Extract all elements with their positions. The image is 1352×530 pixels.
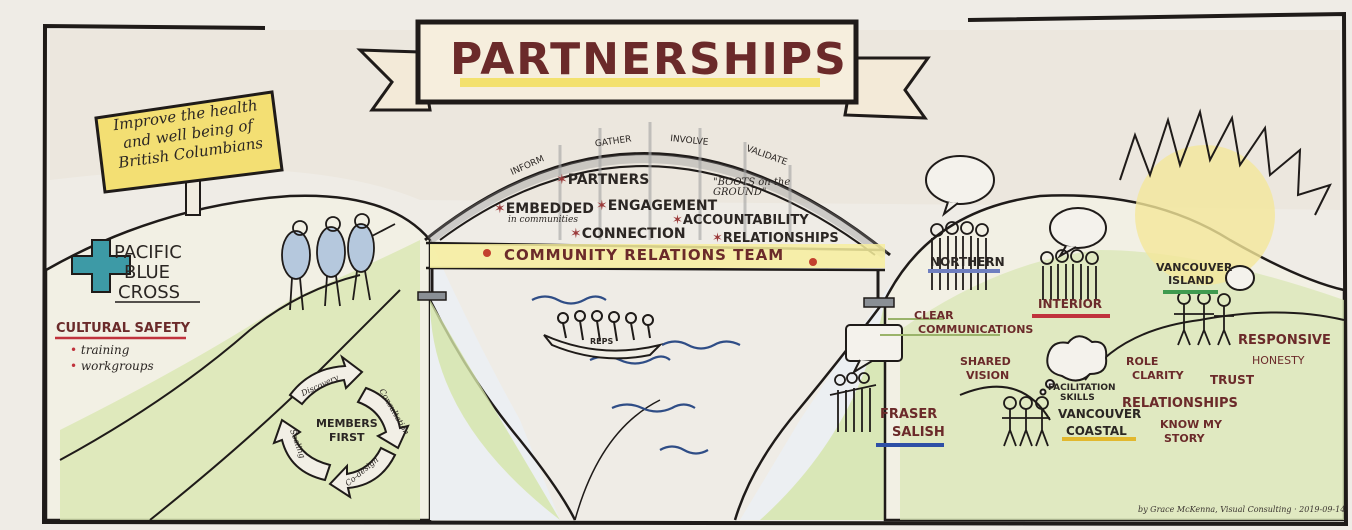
- cultural-safety-heading: CULTURAL SAFETY: [56, 321, 190, 336]
- speech-bubbles: [845, 155, 1255, 396]
- people-groups: [829, 221, 1234, 447]
- community-relations-team: COMMUNITY RELATIONS TEAM: [504, 246, 785, 264]
- bridge-item-relationships: ✶RELATIONSHIPS: [712, 231, 839, 246]
- region-vancouver-coastal-line2: COASTAL: [1066, 424, 1127, 438]
- bridge-item-partners: ✶PARTNERS: [556, 172, 650, 188]
- value-responsive: RESPONSIVE: [1238, 333, 1331, 348]
- frame: [41, 11, 1349, 527]
- coastal-people: [1002, 396, 1050, 447]
- bridge-item-embedded-sub: in communities: [508, 215, 578, 225]
- bridge-item-boots: "BOOTS on the GROUND": [713, 177, 791, 198]
- value-know-my-story-line2: STORY: [1164, 432, 1205, 445]
- cultural-safety-item-workgroups: • workgroups: [70, 359, 154, 373]
- interior-people: [1040, 249, 1099, 300]
- water-waves: [531, 295, 741, 455]
- value-facilitation-line1: FACILITATION: [1048, 383, 1116, 393]
- cycle-center-line2: FIRST: [329, 431, 365, 444]
- value-role-line1: ROLE: [1126, 355, 1159, 368]
- sun: [1119, 108, 1332, 285]
- value-clear-line2: COMMUNICATIONS: [918, 323, 1034, 336]
- pbc-name-line2: BLUE: [124, 262, 171, 283]
- cycle-arrows: [272, 354, 410, 500]
- value-honesty: HONESTY: [1252, 354, 1305, 367]
- boat: [543, 310, 664, 360]
- banner-title: PARTNERSHIPS: [450, 34, 848, 85]
- value-clear-line1: CLEAR: [914, 309, 954, 322]
- walking-people: [281, 213, 396, 311]
- region-fraser-salish-line2: SALISH: [892, 425, 945, 440]
- bridge-item-connection: ✶CONNECTION: [570, 226, 686, 242]
- banner: [356, 19, 931, 120]
- bridge: [417, 122, 895, 308]
- bridge-item-embedded: ✶EMBEDDED: [494, 201, 594, 217]
- region-interior: INTERIOR: [1038, 297, 1103, 311]
- bridge-item-accountability: ✶ACCOUNTABILITY: [672, 213, 809, 228]
- bridge-item-engagement: ✶ENGAGEMENT: [596, 198, 718, 214]
- value-trust: TRUST: [1210, 373, 1254, 387]
- underlines: [55, 269, 1218, 447]
- cycle-center-line1: MEMBERS: [316, 417, 378, 430]
- sign-post: [94, 90, 284, 216]
- value-facilitation-line2: SKILLS: [1060, 393, 1095, 403]
- boat-label: REPS: [590, 337, 614, 346]
- fraser-people: [829, 372, 877, 432]
- artist-credit: by Grace McKenna, Visual Consulting · 20…: [1138, 505, 1346, 514]
- pbc-name-line3: CROSS: [118, 282, 181, 303]
- value-know-my-story-line1: KNOW MY: [1160, 418, 1222, 431]
- region-vancouver-coastal-line1: VANCOUVER: [1058, 407, 1142, 421]
- pbc-name-line1: PACIFIC: [114, 242, 182, 263]
- cross-icon: [71, 239, 131, 293]
- value-shared-line2: VISION: [966, 369, 1010, 382]
- northern-people: [930, 221, 989, 290]
- value-role-line2: CLARITY: [1132, 369, 1184, 382]
- region-vancouver-island: VANCOUVER ISLAND: [1156, 261, 1233, 287]
- cultural-safety-item-training: • training: [70, 343, 130, 357]
- value-relationships: RELATIONSHIPS: [1122, 396, 1238, 411]
- value-shared-line1: SHARED: [960, 355, 1011, 368]
- region-northern: NORTHERN: [930, 255, 1005, 269]
- region-fraser-salish-line1: FRASER: [880, 407, 938, 422]
